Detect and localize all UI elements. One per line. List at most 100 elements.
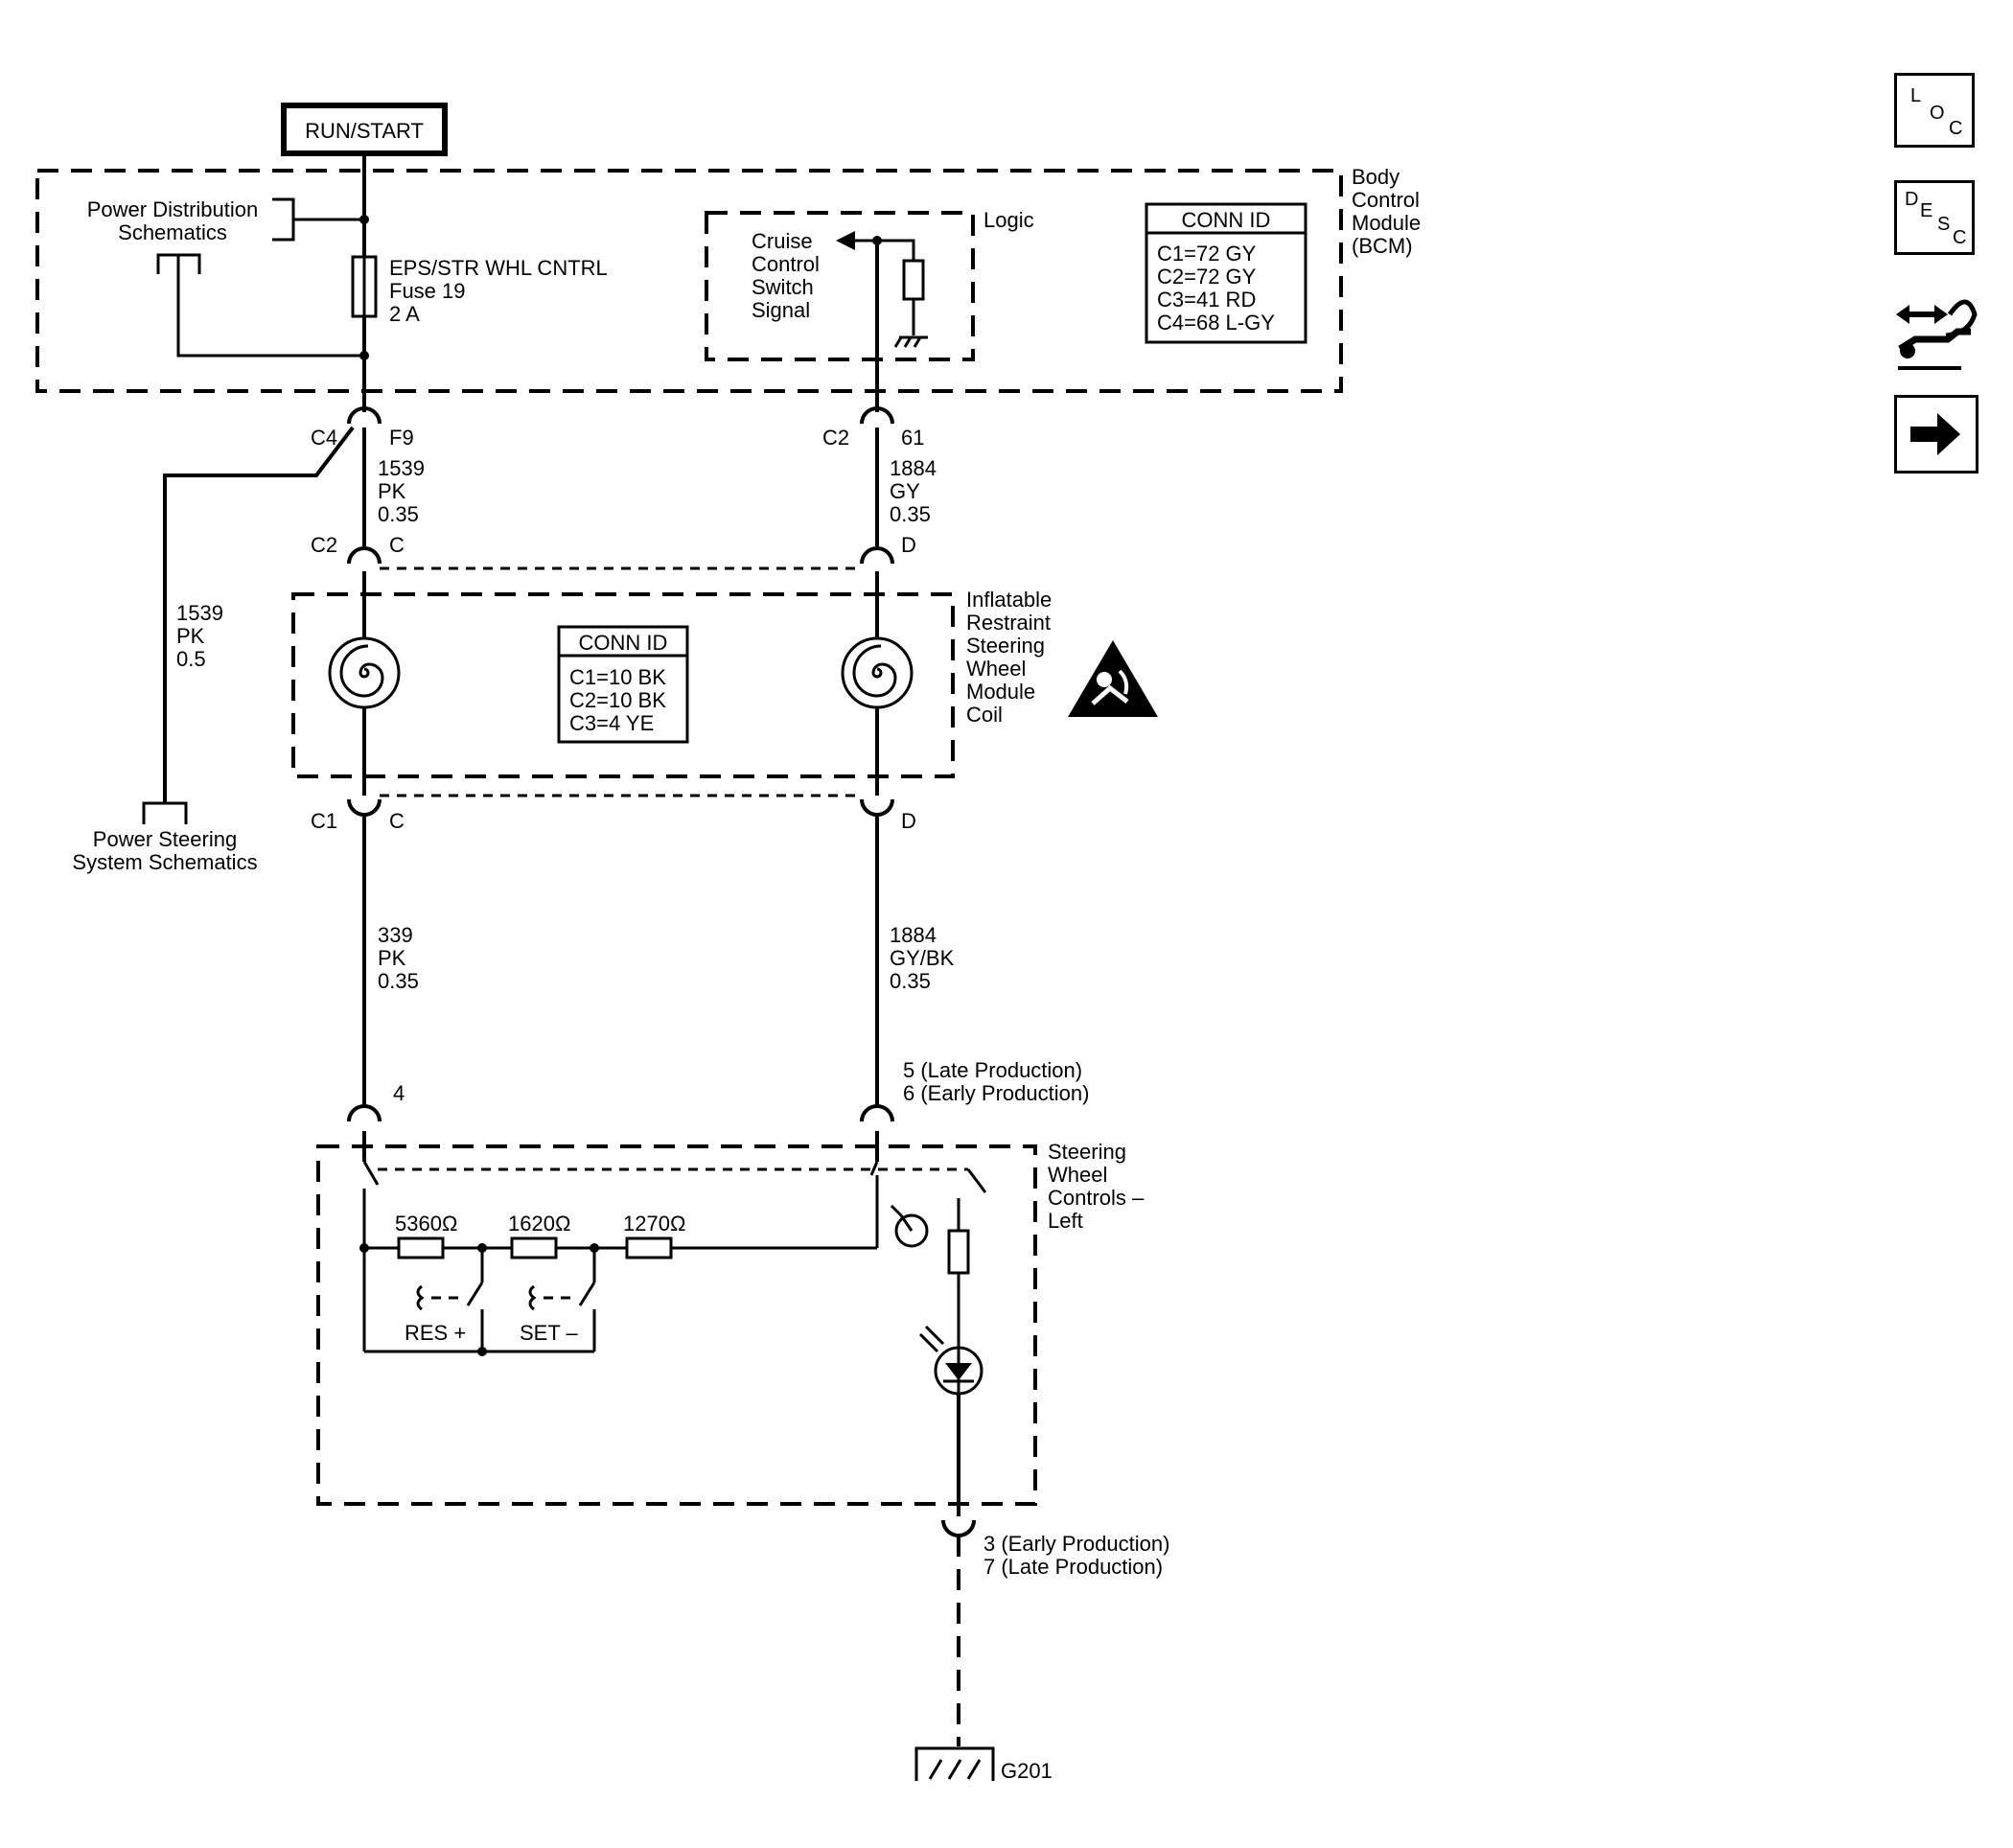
svg-text:Control: Control (752, 252, 820, 276)
fuse-19: EPS/STR WHL CNTRL Fuse 19 2 A (351, 251, 608, 326)
location-button[interactable]: L O C (1894, 73, 1975, 148)
svg-text:C2: C2 (822, 426, 849, 450)
run-start-box: RUN/START (281, 103, 448, 156)
swc-label: Steering Wheel Controls – Left (1048, 1140, 1145, 1233)
svg-text:Wheel: Wheel (1048, 1163, 1107, 1187)
next-arrow-button[interactable] (1894, 395, 1978, 474)
coil-module-outline (291, 592, 955, 778)
svg-text:CONN ID: CONN ID (1182, 208, 1271, 232)
svg-text:SET –: SET – (520, 1321, 579, 1345)
svg-text:0.35: 0.35 (378, 502, 419, 526)
svg-text:Module: Module (966, 680, 1035, 704)
connector-ground: 3 (Early Production) 7 (Late Production) (941, 1519, 1169, 1579)
svg-text:Cruise: Cruise (752, 229, 813, 253)
svg-text:6 (Early Production): 6 (Early Production) (903, 1081, 1089, 1105)
svg-text:C3=4 YE: C3=4 YE (569, 711, 654, 735)
svg-text:1620Ω: 1620Ω (508, 1212, 570, 1236)
svg-text:Restraint: Restraint (966, 611, 1051, 635)
svg-text:0.5: 0.5 (176, 647, 206, 671)
location-letter-l: L (1910, 85, 1922, 106)
bcm-module-outline (35, 169, 1343, 393)
svg-text:D: D (901, 533, 916, 557)
svg-text:2 A: 2 A (389, 302, 420, 326)
svg-text:7 (Late Production): 7 (Late Production) (983, 1555, 1163, 1579)
svg-text:C1=72 GY: C1=72 GY (1157, 242, 1257, 266)
description-letter-e: E (1920, 200, 1933, 221)
svg-text:5360Ω: 5360Ω (395, 1212, 457, 1236)
svg-text:D: D (901, 809, 916, 833)
svg-text:1539: 1539 (378, 456, 425, 480)
svg-text:Power Distribution: Power Distribution (87, 197, 259, 221)
svg-text:C1: C1 (311, 809, 337, 833)
svg-text:C2=10 BK: C2=10 BK (569, 688, 666, 712)
location-letter-o: O (1930, 103, 1945, 124)
bcm-conn-id: CONN ID C1=72 GY C2=72 GY C3=41 RD C4=68… (1145, 202, 1307, 344)
svg-text:Left: Left (1048, 1209, 1083, 1233)
svg-text:Controls –: Controls – (1048, 1186, 1145, 1210)
wire-339-label: 339 PK 0.35 (378, 923, 419, 993)
arrow-right-icon (1910, 413, 1960, 455)
svg-text:Steering: Steering (1048, 1140, 1126, 1164)
description-letter-c: C (1953, 227, 1967, 248)
cruise-indicator-icon (890, 1204, 929, 1248)
power-steering-reference: Power Steering System Schematics (72, 827, 257, 874)
svg-text:C1=10 BK: C1=10 BK (569, 665, 666, 689)
svg-text:5 (Late Production): 5 (Late Production) (903, 1058, 1082, 1082)
location-letter-c: C (1949, 118, 1963, 139)
svg-text:C2=72 GY: C2=72 GY (1157, 265, 1257, 289)
connector-bcm-c4-f9: C4 F9 (311, 406, 414, 450)
wire-1539-to-power-steering (163, 426, 355, 803)
svg-text:C: C (389, 533, 405, 557)
svg-text:C4: C4 (311, 426, 337, 450)
logic-pullup (836, 231, 928, 348)
svg-text:Control: Control (1352, 188, 1420, 212)
svg-text:Inflatable: Inflatable (966, 588, 1052, 612)
ground-symbol: G201 (914, 1746, 1053, 1783)
description-letter-d: D (1905, 189, 1919, 210)
diagnostic-tool-icon[interactable] (1894, 282, 1980, 374)
svg-text:EPS/STR WHL CNTRL: EPS/STR WHL CNTRL (389, 256, 608, 280)
svg-text:0.35: 0.35 (890, 969, 931, 993)
svg-text:1884: 1884 (890, 923, 937, 947)
clockspring-left (328, 636, 401, 709)
svg-text:C4=68 L-GY: C4=68 L-GY (1157, 311, 1275, 335)
connector-swc: 4 5 (Late Production) 6 (Early Productio… (347, 1058, 1089, 1122)
svg-text:C2: C2 (311, 533, 337, 557)
svg-text:F9: F9 (389, 426, 414, 450)
svg-text:Body: Body (1352, 165, 1400, 189)
svg-text:Fuse 19: Fuse 19 (389, 279, 466, 303)
coil-conn-id: CONN ID C1=10 BK C2=10 BK C3=4 YE (557, 625, 689, 744)
svg-text:1539: 1539 (176, 601, 223, 625)
svg-text:339: 339 (378, 923, 413, 947)
wire-1539-left-label: 1539 PK 0.5 (176, 601, 223, 671)
logic-label: Logic (983, 208, 1034, 232)
ground-label: G201 (1001, 1759, 1053, 1783)
svg-text:PK: PK (378, 946, 406, 970)
clockspring-right (841, 636, 914, 709)
svg-text:PK: PK (176, 624, 205, 648)
svg-text:61: 61 (901, 426, 924, 450)
svg-text:GY/BK: GY/BK (890, 946, 955, 970)
svg-text:Steering: Steering (966, 634, 1045, 658)
svg-text:3 (Early Production): 3 (Early Production) (983, 1532, 1169, 1556)
svg-text:Switch: Switch (752, 275, 814, 299)
wire-1539-upper-label: 1539 PK 0.35 (378, 456, 425, 526)
swc-internal-circuit: 5360Ω 1620Ω 1270Ω RES + SET – (359, 1131, 987, 1356)
svg-text:Power Steering: Power Steering (93, 827, 237, 851)
run-start-label: RUN/START (305, 119, 424, 143)
airbag-warning-icon (1068, 640, 1158, 717)
cruise-indicator-lamp (918, 1198, 983, 1516)
svg-text:Coil: Coil (966, 703, 1003, 727)
svg-text:Signal: Signal (752, 298, 810, 322)
svg-text:PK: PK (378, 479, 406, 503)
coil-label: Inflatable Restraint Steering Wheel Modu… (966, 588, 1052, 727)
connector-coil-c1: C1 C D (311, 794, 916, 833)
svg-text:System Schematics: System Schematics (72, 850, 257, 874)
cruise-signal-label: Cruise Control Switch Signal (752, 229, 820, 322)
connector-bcm-c2-61: C2 61 (822, 406, 924, 450)
svg-text:(BCM): (BCM) (1352, 234, 1413, 258)
description-button[interactable]: D E S C (1894, 180, 1975, 255)
logic-outline (705, 211, 975, 361)
power-distribution-reference: Power Distribution Schematics (87, 197, 364, 358)
